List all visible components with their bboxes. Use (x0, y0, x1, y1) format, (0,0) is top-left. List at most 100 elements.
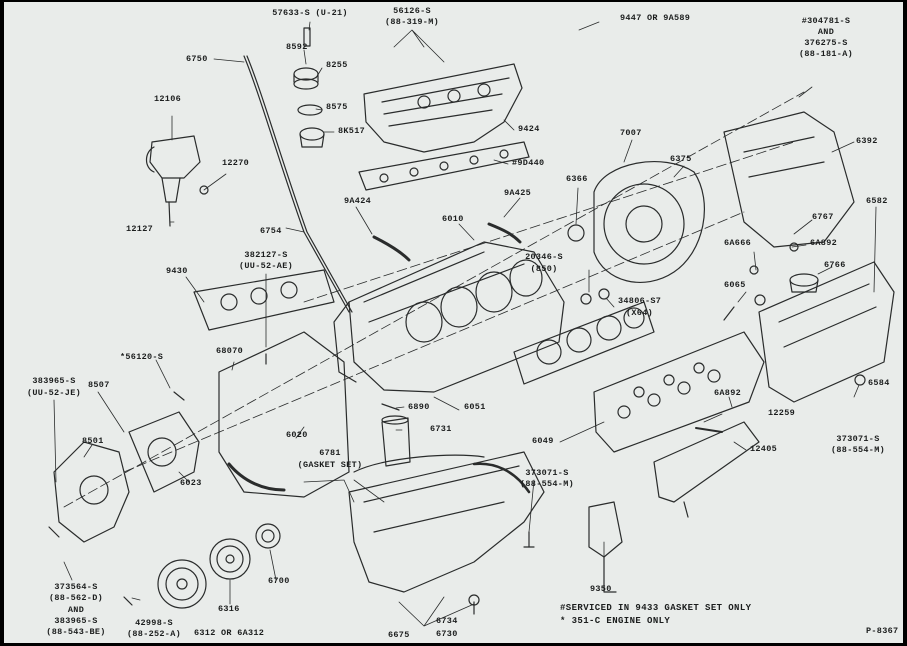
part-label-88-252-a: (88-252-A) (126, 629, 182, 639)
footnote-gasket-set: #SERVICED IN 9433 GASKET SET ONLY (560, 603, 752, 613)
part-label-6392: 6392 (856, 136, 878, 146)
part-label-12259: 12259 (768, 408, 796, 418)
part-label-x64: (X64) (626, 308, 654, 318)
part-label-6366: 6366 (566, 174, 588, 184)
part-label-88-554-m-center: (88-554-M) (519, 479, 575, 489)
part-label-6051: 6051 (464, 402, 486, 412)
part-label-7007: 7007 (620, 128, 642, 138)
part-label-34806-s7: 34806-S7 (618, 296, 662, 306)
fasteners (48, 224, 866, 615)
part-label-68070: 68070 (216, 346, 244, 356)
part-label-8575: 8575 (326, 102, 348, 112)
part-label-and-2: AND (67, 605, 85, 615)
part-label-6731: 6731 (430, 424, 452, 434)
part-label-and-1: AND (817, 27, 835, 37)
part-label-6767: 6767 (812, 212, 834, 222)
left-exhaust-manifold (193, 269, 335, 331)
part-label-8592: 8592 (286, 42, 308, 52)
bellhousing (723, 111, 855, 248)
part-label-6675: 6675 (388, 630, 410, 640)
part-label-9350: 9350 (590, 584, 612, 594)
part-label-6700: 6700 (268, 576, 290, 586)
part-label-12270: 12270 (222, 158, 250, 168)
part-label-88-319-m: (88-319-M) (384, 17, 440, 27)
part-label-6312-or-6a312: 6312 OR 6A312 (194, 628, 265, 638)
part-label-6584: 6584 (868, 378, 890, 388)
part-label-6a892-bottom: 6A892 (714, 388, 742, 398)
part-label-9430: 9430 (166, 266, 188, 276)
part-label-uu-52-je: (UU-52-JE) (26, 388, 82, 398)
part-label-9424: 9424 (518, 124, 540, 134)
spacer (255, 523, 281, 549)
damper (209, 538, 251, 580)
part-label-383965-s-lower: 383965-S (54, 616, 98, 626)
part-label-6730: 6730 (436, 629, 458, 639)
part-label-9a425: 9A425 (504, 188, 532, 198)
part-label-6375: 6375 (670, 154, 692, 164)
footnote-351c-engine: * 351-C ENGINE ONLY (560, 616, 671, 626)
part-label-8501: 8501 (82, 436, 104, 446)
part-label-373071-s-right: 373071-S (836, 434, 880, 444)
oil-filler-cap (789, 273, 819, 293)
diagram-sheet: 57633-S (U-21) 56126-S (88-319-M) 9447 O… (4, 2, 903, 643)
part-label-6766: 6766 (824, 260, 846, 270)
part-label-6754: 6754 (260, 226, 282, 236)
part-label-8255: 8255 (326, 60, 348, 70)
part-label-88-543-be: (88-543-BE) (46, 627, 106, 637)
part-label-56120-s: *56120-S (120, 352, 164, 362)
head-gasket (513, 301, 655, 385)
part-label-383965-s: 383965-S (32, 376, 76, 386)
part-label-376275-s: 376275-S (804, 38, 848, 48)
part-label-6a666: 6A666 (724, 238, 752, 248)
part-label-42998-s: 42998-S (135, 618, 173, 628)
part-label-382127-s: 382127-S (244, 250, 288, 260)
valley-gasket (358, 141, 530, 191)
timing-cover (218, 331, 350, 498)
part-label-6734: 6734 (436, 616, 458, 626)
part-label-88-554-m-right: (88-554-M) (830, 445, 886, 455)
part-label-6582: 6582 (866, 196, 888, 206)
oil-filter (381, 415, 411, 467)
part-label-57633-s: 57633-S (U-21) (272, 8, 348, 18)
part-label-gasket-set: (GASKET SET) (297, 460, 363, 470)
oil-pan (348, 451, 545, 593)
part-label-850: (850) (530, 264, 558, 274)
crankshaft-pulley (157, 559, 207, 609)
leader-lines (53, 21, 877, 627)
figure-number: P-8367 (866, 626, 899, 636)
part-label-9447-or-9a589: 9447 OR 9A589 (620, 13, 691, 23)
part-label-12106: 12106 (154, 94, 182, 104)
part-label-6065: 6065 (724, 280, 746, 290)
part-label-56126-s: 56126-S (393, 6, 431, 16)
engine-block (333, 241, 565, 393)
part-label-373564-s: 373564-S (54, 582, 98, 592)
part-label-304781-s: #304781-S (801, 16, 851, 26)
part-label-8k517: 8K517 (338, 126, 366, 136)
rear-cover (653, 421, 760, 503)
part-label-88-181-a: (88-181-A) (798, 49, 854, 59)
part-label-6023: 6023 (180, 478, 202, 488)
dipstick-tube (243, 55, 353, 313)
part-label-6890: 6890 (408, 402, 430, 412)
exploded-engine-drawing (48, 21, 895, 627)
valve-cover (758, 261, 895, 403)
part-label-6316: 6316 (218, 604, 240, 614)
part-label-12127: 12127 (126, 224, 154, 234)
part-label-9a424: 9A424 (344, 196, 372, 206)
part-label-9d440: #9D440 (512, 158, 545, 168)
water-pump (53, 411, 200, 543)
pcv-hose (372, 222, 522, 262)
part-label-6750: 6750 (186, 54, 208, 64)
assembly-centerlines (63, 91, 805, 508)
part-label-6010: 6010 (442, 214, 464, 224)
part-label-6a892-top: 6A892 (810, 238, 838, 248)
part-label-12405: 12405 (750, 444, 778, 454)
intake-manifold (363, 63, 523, 153)
pan-gaskets (353, 454, 531, 494)
right-cylinder-head (593, 331, 765, 453)
part-label-8507: 8507 (88, 380, 110, 390)
part-label-6049: 6049 (532, 436, 554, 446)
part-label-6781: 6781 (319, 448, 341, 458)
part-label-6020: 6020 (286, 430, 308, 440)
part-label-373071-s-center: 373071-S (525, 468, 569, 478)
